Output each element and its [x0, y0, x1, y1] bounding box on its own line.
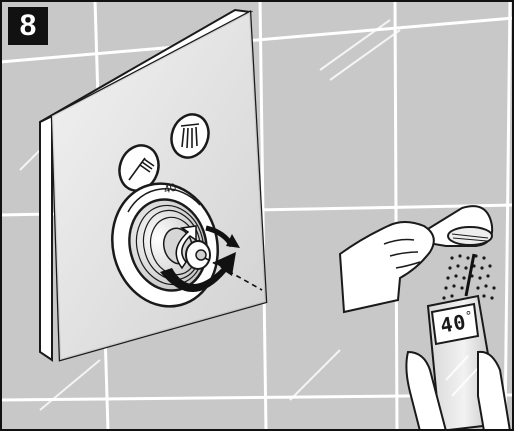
thermometer-unit: ° [464, 308, 474, 323]
dial-cap[interactable] [186, 241, 210, 269]
step-number-badge: 8 [8, 7, 48, 45]
thermometer-reading: 40 [438, 310, 468, 338]
